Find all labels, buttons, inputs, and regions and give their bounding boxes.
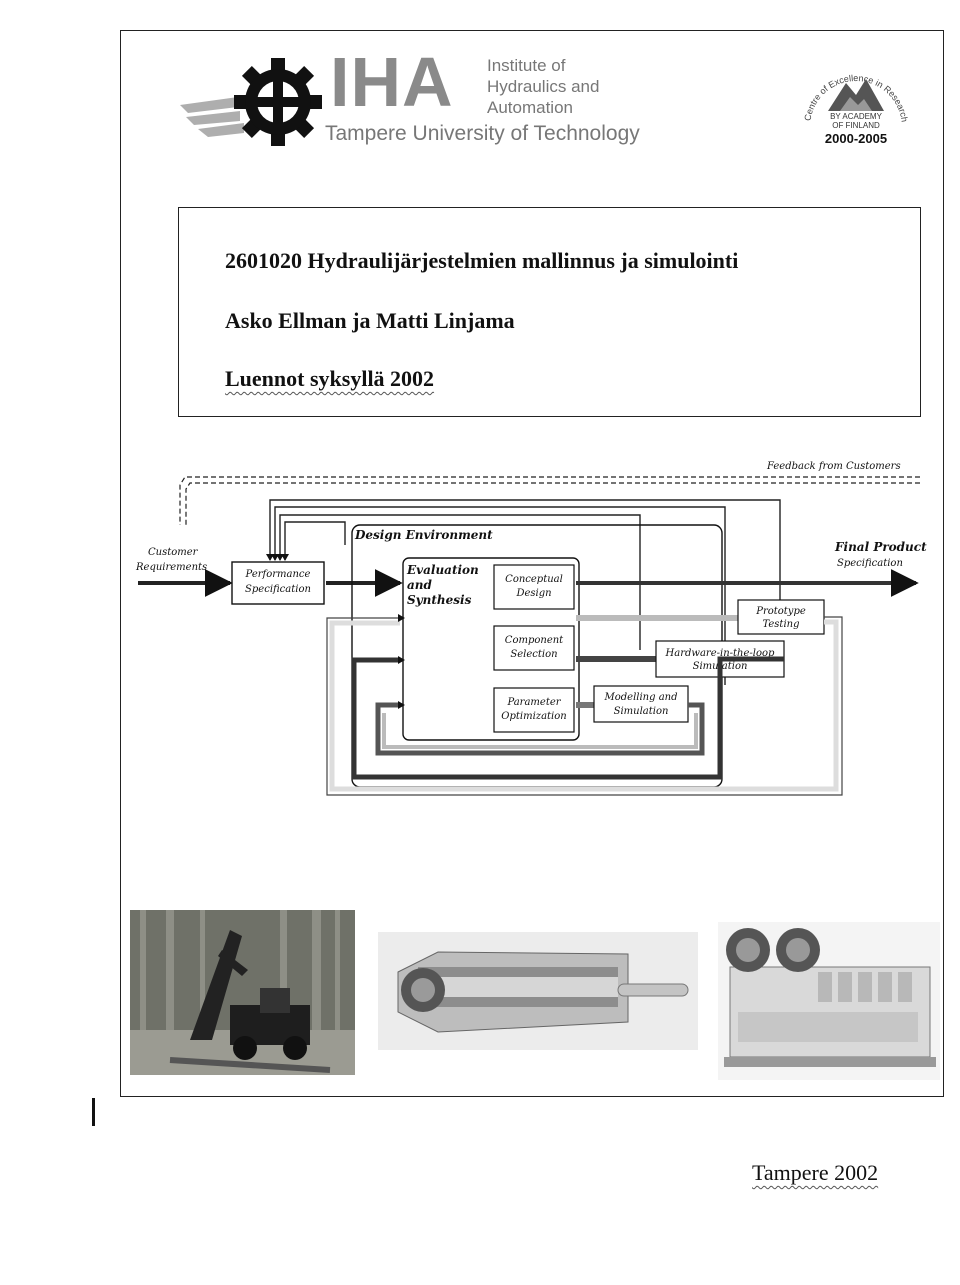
final-line-1: Final Product	[834, 540, 927, 554]
hil-return	[351, 656, 784, 780]
university-name: Tampere University of Technology	[325, 122, 640, 145]
prototype-testing-box	[737, 599, 825, 635]
prototype-return-outer	[326, 616, 843, 796]
customer-req-line-2: Requirements	[135, 562, 207, 573]
hydraulic-cylinder-photo	[378, 932, 698, 1050]
component-line-2: Selection	[510, 649, 557, 660]
modelling-return	[375, 702, 705, 756]
eval-line-2: and	[407, 578, 433, 592]
hil-line-1: Hardware-in-the-loop	[665, 648, 775, 659]
modelling-return-inner	[382, 713, 698, 749]
institute-line-2: Hydraulics and	[487, 77, 600, 96]
modelling-line-1: Modelling and	[604, 692, 678, 703]
lectures-line: Luennot syksyllä 2002	[225, 366, 435, 391]
conceptual-design-box	[493, 564, 575, 610]
prototype-return-fill	[329, 619, 839, 792]
eval-line-3: Synthesis	[407, 593, 472, 607]
authors: Asko Ellman ja Matti Linjama	[225, 308, 515, 333]
conceptual-loop-line	[284, 521, 346, 560]
prototype-line-2: Testing	[762, 619, 799, 630]
forest-harvester-photo	[130, 910, 355, 1075]
feedback-line	[179, 476, 920, 525]
design-env-label: Design Environment	[354, 528, 493, 542]
modelling-simulation-box	[593, 685, 689, 723]
page-frame	[120, 30, 944, 1097]
customer-req-line-1: Customer	[148, 547, 199, 558]
eval-line-1: Evaluation	[406, 563, 479, 577]
title-box: 2601020 Hydraulijärjestelmien mallinnus …	[178, 207, 921, 417]
footer-place-year: Tampere 2002	[752, 1160, 879, 1185]
performance-line-1: Performance	[245, 569, 311, 580]
prototype-loop-line	[269, 499, 781, 610]
parameter-optimization-box	[493, 687, 575, 733]
gear-logo-icon	[180, 58, 322, 146]
component-line-1: Component	[505, 635, 564, 646]
prototype-line-1: Prototype	[755, 606, 806, 617]
performance-line-2: Specification	[245, 584, 311, 595]
diesel-engine-photo	[718, 922, 940, 1080]
design-process-diagram: Feedback from Customers Customer Require…	[135, 461, 927, 796]
return-arrowheads	[398, 614, 405, 709]
course-title: 2601020 Hydraulijärjestelmien mallinnus …	[225, 248, 739, 273]
iha-wordmark: IHA	[330, 43, 454, 121]
parameter-line-1: Parameter	[506, 697, 561, 708]
text-cursor	[92, 1098, 95, 1126]
feedback-label: Feedback from Customers	[766, 461, 901, 472]
conceptual-line-1: Conceptual	[505, 574, 563, 585]
final-line-2: Specification	[837, 558, 903, 569]
badge-years: 2000-2005	[825, 131, 887, 146]
performance-box	[231, 561, 325, 605]
institute-line-1: Institute of	[487, 56, 566, 75]
mountain-icon	[828, 79, 884, 111]
modelling-line-2: Simulation	[614, 706, 669, 717]
feedback-arrowheads	[266, 554, 289, 561]
badge-line-1: BY ACADEMY	[830, 112, 883, 121]
parameter-line-2: Optimization	[501, 711, 566, 722]
badge-line-2: OF FINLAND	[832, 121, 880, 130]
institute-line-3: Automation	[487, 98, 573, 117]
conceptual-line-2: Design	[515, 588, 551, 599]
hil-loop-line	[274, 506, 726, 685]
institute-name: Institute of Hydraulics and Automation	[487, 55, 599, 118]
centre-of-excellence-badge: Centre of Excellence in Research BY ACAD…	[802, 73, 909, 146]
component-selection-box	[493, 625, 575, 671]
